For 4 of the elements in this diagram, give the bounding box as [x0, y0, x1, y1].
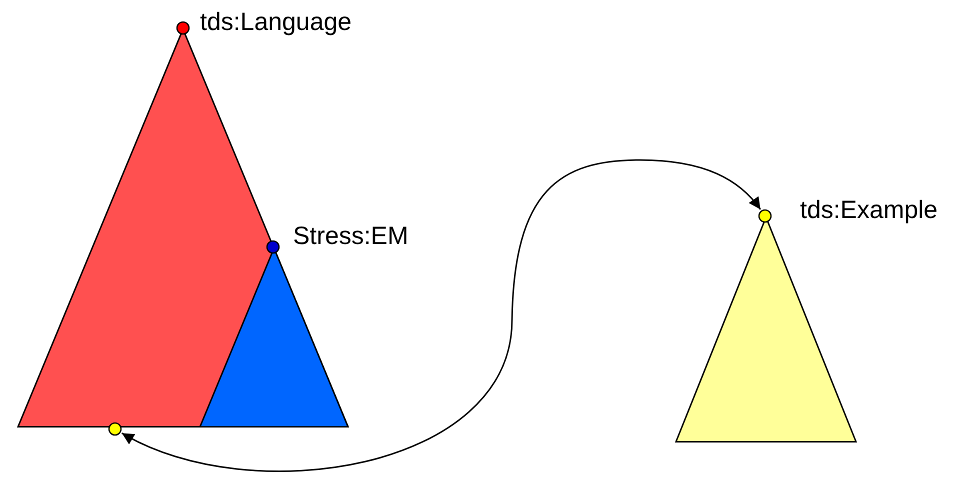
point-label: tds:Example — [800, 196, 938, 224]
point-label: Stress:EM — [293, 222, 408, 250]
curved-arrow — [122, 159, 762, 472]
point-label: tds:Language — [200, 8, 352, 36]
